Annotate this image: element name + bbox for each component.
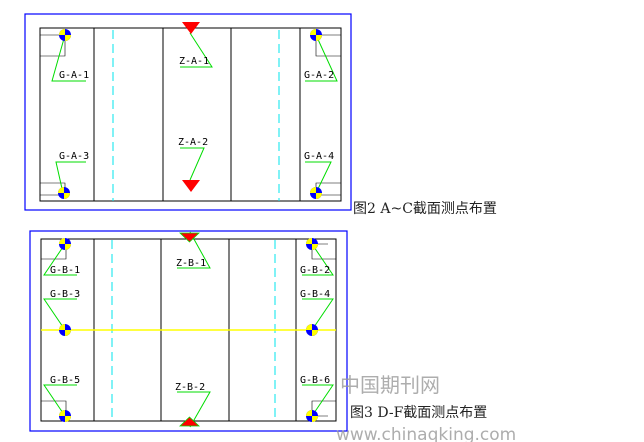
watermark-url: www.chinaqking.com [336, 425, 516, 442]
gauge-icon [310, 187, 322, 199]
figure-2-caption: 图2 A~C截面测点布置 [353, 201, 497, 217]
label-g-b-4: G-B-4 [300, 289, 330, 300]
displacement-marker-icon [178, 232, 201, 243]
gauge-icon [58, 187, 70, 199]
figure-frame [24, 13, 352, 211]
figure-frame [29, 230, 348, 432]
label-z-b-2: Z-B-2 [175, 382, 205, 393]
gauge-icon [306, 324, 318, 336]
leader-lines [51, 32, 338, 194]
figure-2-diagram: G-A-1 G-A-2 G-A-3 G-A-4 Z-A-1 Z-A-2 [24, 13, 352, 211]
label-g-a-2: G-A-2 [304, 70, 334, 81]
section-outline [39, 27, 342, 202]
label-z-b-1: Z-B-1 [176, 258, 206, 269]
centerlines [112, 30, 280, 201]
displacement-marker-icon [182, 180, 200, 192]
displacement-marker-icon [182, 22, 200, 34]
gauge-icon [306, 238, 318, 250]
figure-3-diagram: G-B-1 G-B-2 G-B-3 G-B-4 G-B-5 G-B-6 Z-B-… [29, 230, 348, 432]
label-g-b-6: G-B-6 [300, 375, 330, 386]
label-g-b-1: G-B-1 [50, 265, 80, 276]
label-z-a-2: Z-A-2 [178, 137, 208, 148]
strain-gauges [58, 29, 322, 199]
gauge-icon [59, 324, 71, 336]
label-g-b-3: G-B-3 [50, 289, 80, 300]
label-g-a-4: G-A-4 [304, 151, 334, 162]
gauge-icon [306, 410, 318, 422]
figure-3-caption: 图3 D-F截面测点布置 [350, 405, 487, 421]
watermark-name: 中国期刊网 [340, 373, 440, 397]
gauge-icon [59, 410, 71, 422]
web-lines [93, 28, 301, 201]
gauge-icon [310, 29, 322, 41]
gauge-icon [59, 29, 71, 41]
label-g-b-5: G-B-5 [50, 375, 80, 386]
leader-lines [43, 231, 334, 428]
gauge-icon [59, 238, 71, 250]
label-g-a-3: G-A-3 [59, 151, 89, 162]
label-g-b-2: G-B-2 [300, 265, 330, 276]
label-g-a-1: G-A-1 [59, 70, 89, 81]
label-z-a-1: Z-A-1 [179, 56, 209, 67]
displacement-marker-icon [178, 416, 201, 427]
